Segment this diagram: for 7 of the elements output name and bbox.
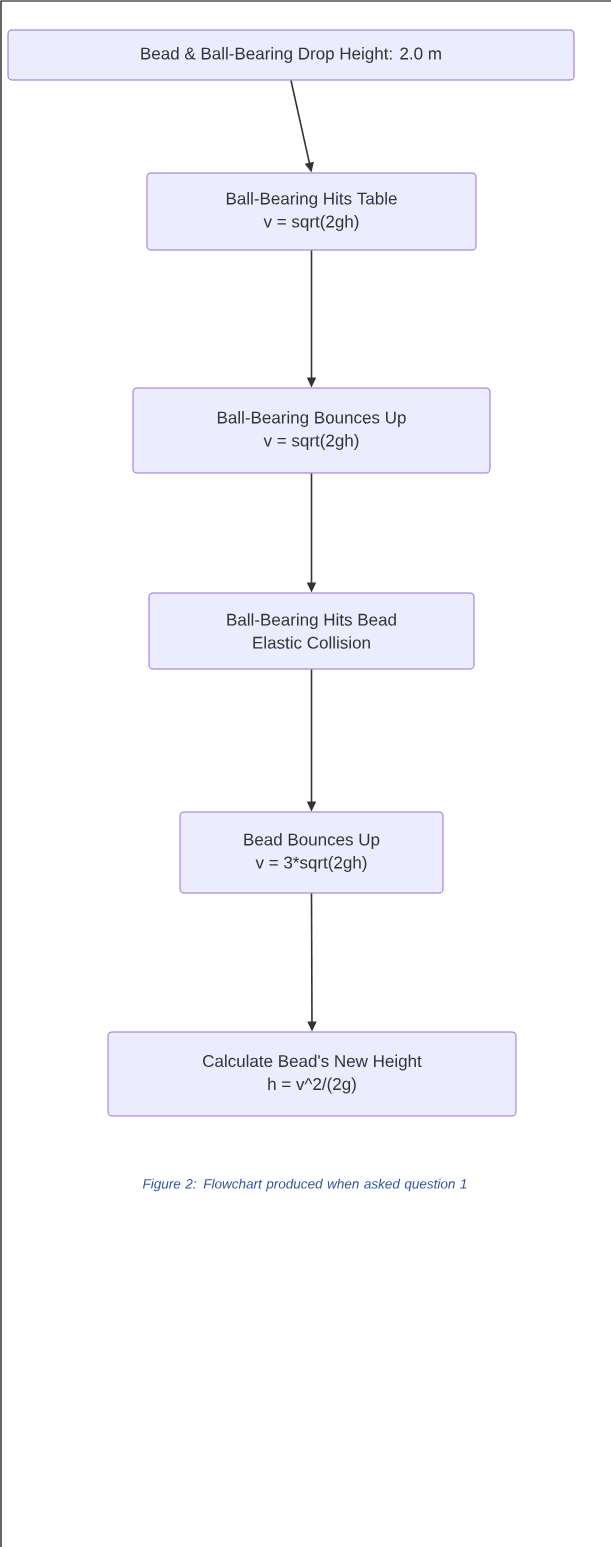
process-box: Bead & Ball-Bearing Drop Height: 2.0 m — [7, 29, 575, 81]
figure-caption: Figure 2: Flowchart produced when asked question 1 — [142, 1178, 467, 1192]
process-box: Ball-Bearing Bounces Up v = sqrt(2gh) — [132, 387, 491, 474]
process-box: Bead Bounces Up v = 3*sqrt(2gh) — [179, 811, 444, 894]
process-box: Ball-Bearing Hits Table v = sqrt(2gh) — [146, 172, 477, 251]
process-box: Calculate Bead's New Height h = v^2/(2g) — [107, 1031, 517, 1117]
process-box: Ball-Bearing Hits Bead Elastic Collision — [148, 592, 475, 670]
